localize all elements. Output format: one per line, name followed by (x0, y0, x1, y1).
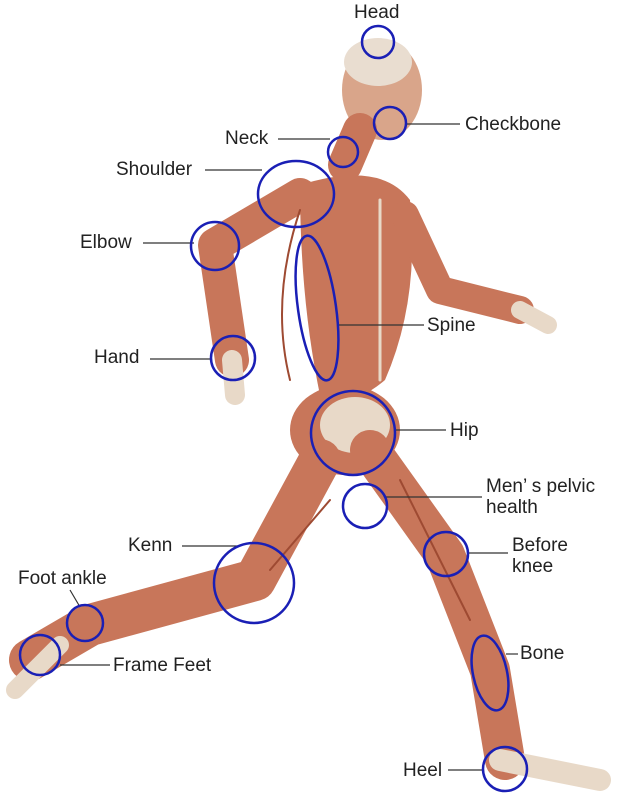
marker-pelvic (341, 482, 389, 530)
label-hip: Hip (450, 420, 479, 441)
label-heel: Heel (403, 760, 443, 781)
label-pelvic-line1: Men’ s pelvic (486, 476, 596, 497)
marker-foot-ankle (65, 603, 105, 643)
label-frame-feet: Frame Feet (113, 655, 212, 676)
marker-neck (326, 135, 360, 169)
label-hand: Hand (94, 347, 140, 368)
leader-lines (60, 123, 518, 771)
label-pelvic-line2: health (486, 497, 538, 518)
marker-hand (209, 334, 257, 382)
label-foot-ankle: Foot ankle (18, 568, 107, 589)
marker-hip (309, 389, 397, 477)
label-kenn: Kenn (128, 535, 173, 556)
label-checkbone: Checkbone (465, 114, 562, 135)
region-markers (18, 24, 529, 793)
marker-elbow (189, 220, 241, 272)
marker-spine (294, 234, 340, 382)
marker-knee (422, 530, 470, 578)
label-shoulder: Shoulder (116, 159, 193, 180)
label-head: Head (354, 2, 400, 23)
label-knee-line1: Before (512, 535, 568, 556)
marker-head (360, 24, 396, 60)
label-bone: Bone (520, 643, 565, 664)
marker-shoulder (256, 159, 336, 229)
label-knee-line2: knee (512, 556, 554, 577)
marker-kenn (212, 541, 296, 625)
leader-foot-ankle (69, 589, 81, 608)
marker-bone (470, 634, 510, 712)
label-spine: Spine (427, 315, 476, 336)
label-elbow: Elbow (80, 232, 132, 253)
marker-frame-feet (18, 633, 62, 677)
muscle-figure (6, 38, 611, 791)
marker-checkbone (372, 105, 408, 141)
label-neck: Neck (225, 128, 269, 149)
marker-heel (481, 745, 529, 793)
